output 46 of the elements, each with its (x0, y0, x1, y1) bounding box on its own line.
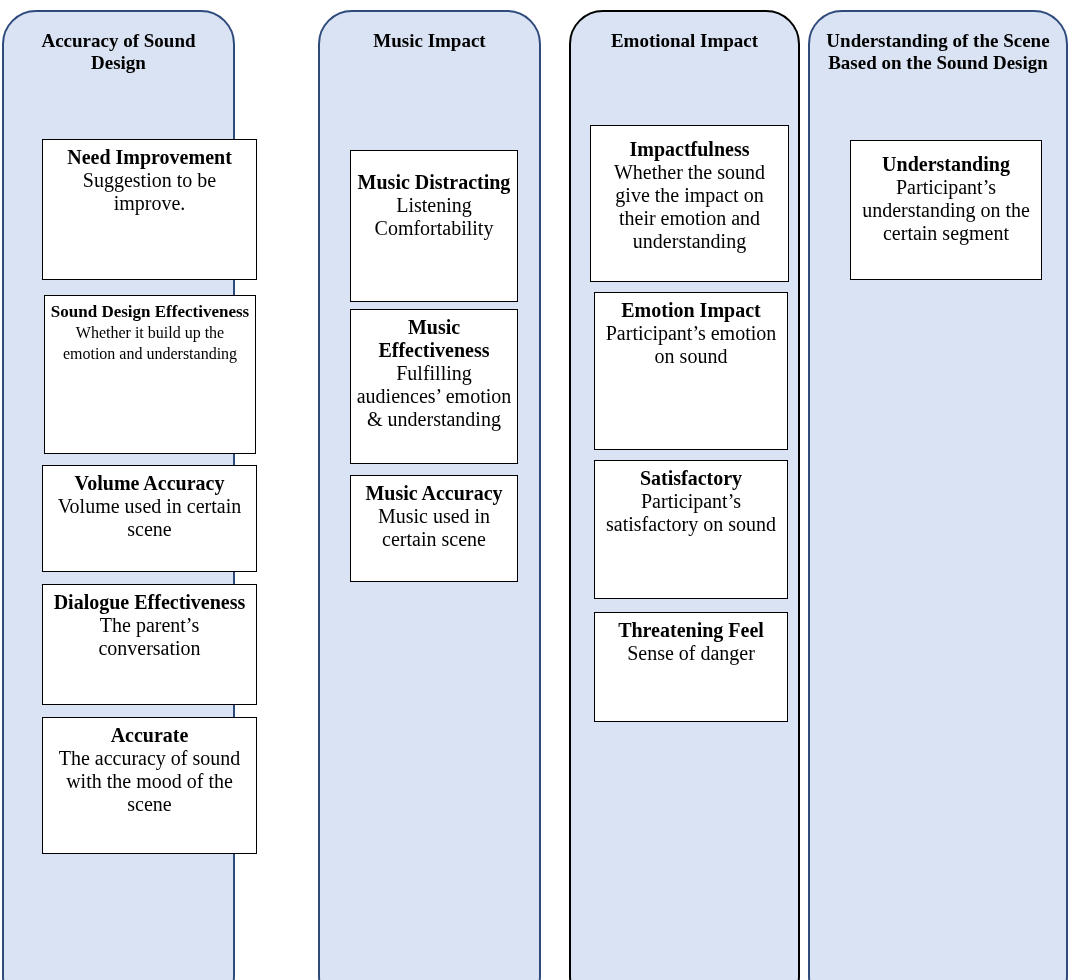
category-heading: Music Distracting (357, 171, 511, 194)
theme-panel (808, 10, 1068, 980)
category-box (594, 292, 788, 450)
category-box (350, 309, 518, 464)
category-heading: Music Accuracy (365, 482, 503, 505)
theme-title: Understanding of the Scene Based on the Sound Design (825, 30, 1051, 74)
category-description: Music used in certain scene (376, 505, 492, 551)
category-box (590, 125, 789, 282)
category-box (42, 584, 257, 705)
category-heading: Need Improvement (67, 146, 232, 169)
category-box (42, 717, 257, 854)
category-heading: Impactfulness (629, 138, 750, 161)
category-description: Participant’s emotion on sound (604, 322, 778, 368)
category-description: Participant’s satisfactory on sound (605, 490, 777, 536)
category-description: Participant’s understanding on the certain segment (861, 176, 1031, 245)
category-description: Whether the sound give the impact on their emotion and understanding (612, 161, 767, 253)
category-box (44, 295, 256, 454)
theme-panel (318, 10, 541, 980)
category-heading: Dialogue Effectiveness (53, 591, 246, 614)
category-heading: Accurate (110, 724, 189, 747)
category-description: Suggestion to be improve. (81, 169, 218, 215)
category-box (350, 475, 518, 582)
category-description: Whether it build up the emotion and understanding (61, 323, 239, 364)
category-box (350, 150, 518, 302)
category-box (594, 612, 788, 722)
category-heading: Volume Accuracy (74, 472, 225, 495)
category-description: Listening Comfortability (373, 194, 495, 240)
category-heading: Music Effectiveness (377, 316, 491, 362)
category-heading: Sound Design Effectiveness (50, 302, 250, 322)
theme-title: Emotional Impact (609, 30, 760, 52)
category-description: Fulfilling audiences’ emotion & understanding (355, 362, 513, 431)
theme-panel (569, 10, 800, 980)
theme-title: Music Impact (372, 30, 487, 52)
category-heading: Satisfactory (639, 467, 743, 490)
category-heading: Threatening Feel (618, 619, 764, 642)
category-heading: Emotion Impact (621, 299, 761, 322)
category-description: Sense of danger (627, 642, 755, 665)
category-description: The accuracy of sound with the mood of the scene (57, 747, 242, 816)
category-box (42, 465, 257, 572)
category-heading: Understanding (882, 153, 1010, 176)
theme-title: Accuracy of Sound Design (40, 30, 197, 74)
category-box (594, 460, 788, 599)
category-box (850, 140, 1042, 280)
category-description: Volume used in certain scene (56, 495, 243, 541)
category-description: The parent’s conversation (97, 614, 202, 660)
category-box (42, 139, 257, 280)
